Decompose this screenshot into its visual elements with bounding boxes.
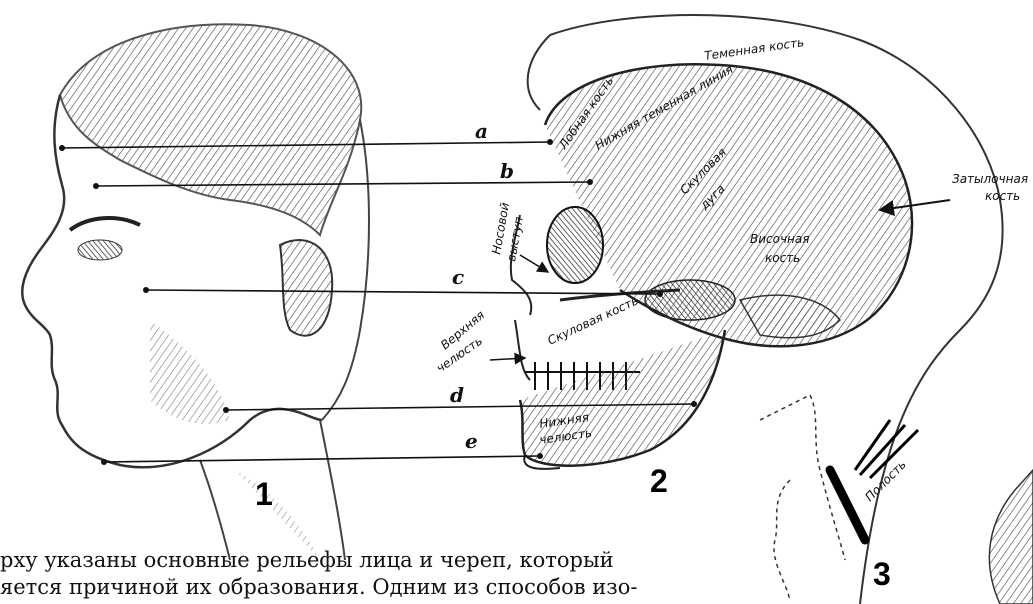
label-visochnaya-1: Височная [750, 232, 809, 246]
letter-c: c [452, 265, 464, 289]
guide-line-c [146, 290, 660, 294]
guide-line-e [104, 456, 540, 462]
neck-detail-drawing [760, 395, 1033, 604]
figure-number-3: 3 [873, 556, 891, 592]
figure-number-1: 1 [255, 476, 273, 512]
arrow-verkhnyaya [490, 358, 525, 360]
label-skulovaya-kost: Скуловая кость [545, 293, 640, 347]
label-temennaya: Теменная кость [703, 35, 804, 63]
letter-d: d [450, 383, 464, 407]
letter-b: b [500, 159, 514, 183]
letter-e: e [465, 429, 478, 453]
label-zatylochnaya-2: кость [985, 189, 1020, 203]
label-zatylochnaya-1: Затылочная [952, 172, 1028, 186]
letter-a: a [475, 119, 488, 143]
arrow-nosovoy [520, 255, 548, 272]
label-visochnaya-2: кость [765, 251, 800, 265]
caption-line-2: яется причиной их образования. Одним из … [0, 575, 770, 599]
caption-line-1: рху указаны основные рельефы лица и чере… [0, 548, 770, 572]
figure-number-2: 2 [650, 463, 668, 499]
